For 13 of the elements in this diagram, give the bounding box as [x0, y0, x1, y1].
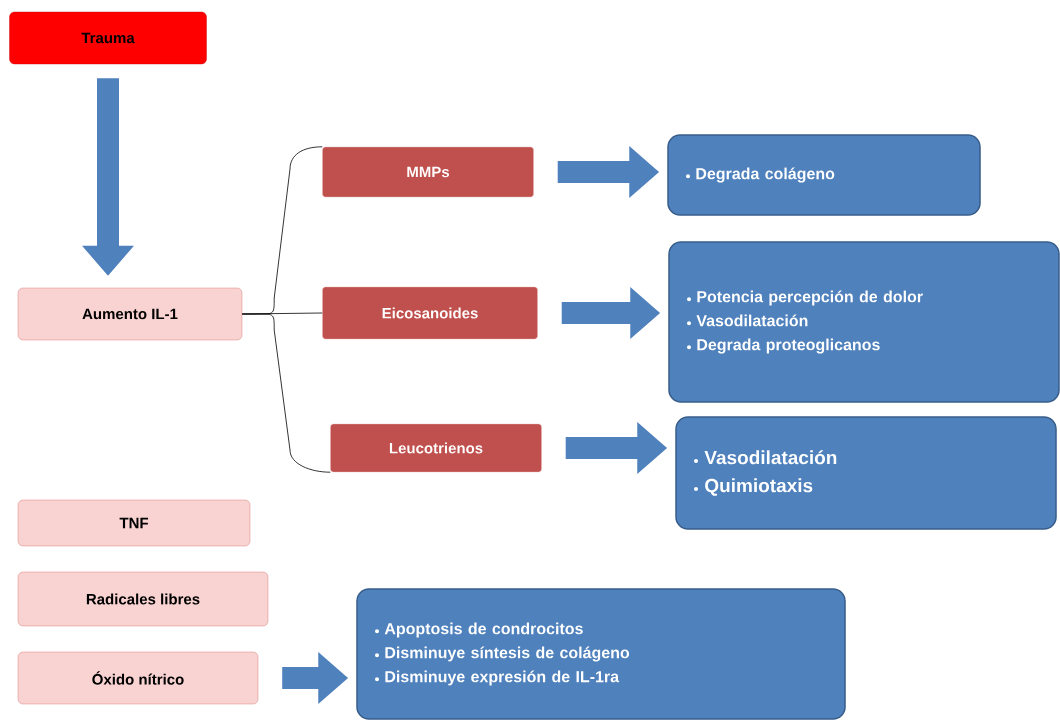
brace-line — [241, 313, 331, 473]
mediator-box: Leucotrienos — [330, 423, 542, 473]
mediator-box: MMPs — [322, 146, 534, 198]
process-box: Óxido nítrico — [17, 651, 259, 705]
effect-box: Degrada colágeno — [667, 134, 981, 216]
effect-box: Vasodilatación Quimiotaxis — [675, 416, 1057, 530]
process-box: Radicales libres — [17, 571, 269, 627]
process-box: Aumento IL-1 — [17, 287, 243, 341]
process-box: Trauma — [9, 11, 207, 65]
effect-box: Potencia percepción de dolor Vasodilatación Degrada proteoglicanos — [668, 241, 1060, 403]
process-box: TNF — [17, 499, 251, 547]
effect-box: Apoptosis de condrocitos Disminuye síntesis de colágeno Disminuye expresión de IL-1ra — [356, 588, 846, 720]
mediator-box: Eicosanoides — [322, 286, 538, 340]
